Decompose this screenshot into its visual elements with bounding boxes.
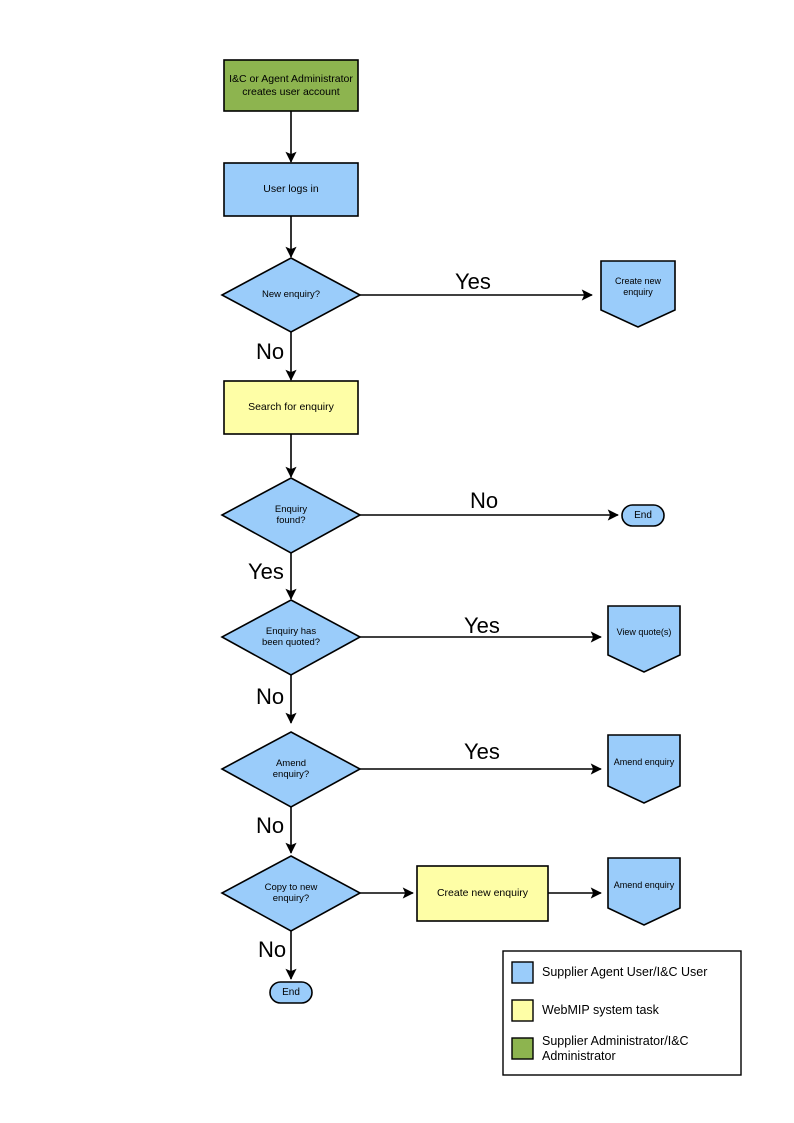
node-enquiry-found-decision[interactable]: [220, 477, 362, 554]
node-amend-enquiry-manual-2[interactable]: [607, 857, 681, 926]
node-admin-creates-user-account[interactable]: [223, 59, 359, 112]
node-amend-enquiry-decision[interactable]: [220, 731, 362, 808]
connector-group: [285, 111, 619, 980]
node-create-new-enquiry-system[interactable]: [416, 865, 549, 922]
legend-label-system: WebMIP system task: [542, 1003, 659, 1017]
legend-label-admin: Supplier Administrator/I&C Administrator: [542, 1034, 689, 1063]
node-search-for-enquiry[interactable]: [223, 380, 359, 435]
node-user-logs-in[interactable]: [223, 162, 359, 217]
node-end-terminator-1[interactable]: [621, 504, 665, 527]
legend-swatch-system: [511, 999, 534, 1022]
node-new-enquiry-decision[interactable]: [220, 257, 362, 333]
legend-label-user: Supplier Agent User/I&C User: [542, 965, 708, 979]
node-enquiry-quoted-decision[interactable]: [220, 599, 362, 676]
legend-swatch-admin: [511, 1037, 534, 1060]
node-view-quotes-manual[interactable]: [607, 605, 681, 673]
node-create-new-enquiry-manual[interactable]: [600, 260, 676, 328]
node-copy-to-new-enquiry-decision[interactable]: [220, 855, 362, 932]
node-amend-enquiry-manual-1[interactable]: [607, 734, 681, 804]
legend-swatch-user: [511, 961, 534, 984]
legend-box: [502, 950, 742, 1076]
node-end-terminator-2[interactable]: [269, 981, 313, 1004]
